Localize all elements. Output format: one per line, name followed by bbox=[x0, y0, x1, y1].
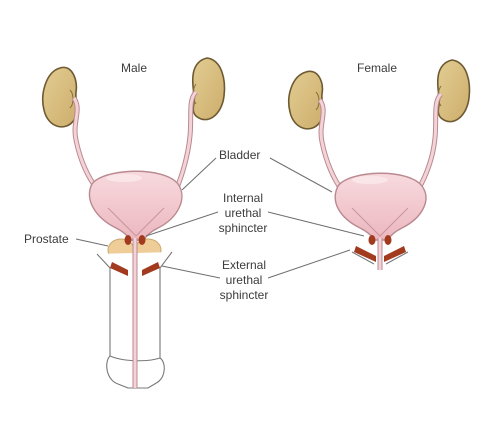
male-system bbox=[42, 57, 226, 389]
internal-sphincter-line-2: urethal bbox=[224, 206, 262, 220]
bladder-leader-male bbox=[181, 157, 217, 191]
internal-sphincter-label: Internal urethal sphincter bbox=[214, 191, 272, 236]
female-system bbox=[288, 59, 471, 270]
male-left-ureter-inner bbox=[72, 97, 100, 191]
male-left-kidney bbox=[42, 66, 78, 128]
male-title: Male bbox=[121, 61, 148, 75]
bladder-label: Bladder bbox=[219, 148, 261, 162]
prostate-leader bbox=[75, 238, 109, 247]
male-bladder bbox=[88, 170, 183, 241]
female-left-kidney bbox=[288, 70, 324, 130]
male-right-ureter-inner bbox=[174, 90, 198, 191]
male-right-ureter bbox=[173, 90, 198, 191]
internal-leader-male bbox=[145, 211, 219, 237]
female-bladder bbox=[334, 172, 427, 241]
male-right-kidney bbox=[191, 57, 226, 121]
internal-leader-female bbox=[267, 211, 365, 237]
internal-sphincter-line-3: sphincter bbox=[218, 221, 268, 235]
female-right-kidney bbox=[436, 59, 471, 123]
female-right-ureter-inner bbox=[416, 92, 443, 191]
internal-sphincter-line-1: Internal bbox=[222, 191, 264, 205]
female-external-sphincter bbox=[354, 246, 406, 262]
bladder-leader-female bbox=[269, 157, 333, 193]
external-leader-female bbox=[267, 249, 351, 279]
external-sphincter-line-3: sphincter bbox=[219, 288, 269, 302]
external-sphincter-line-1: External bbox=[221, 258, 267, 272]
prostate-label: Prostate bbox=[24, 232, 69, 246]
female-internal-sphincter bbox=[368, 235, 392, 245]
female-left-ureter-inner bbox=[318, 99, 344, 191]
female-right-ureter bbox=[415, 92, 443, 192]
female-title: Female bbox=[357, 61, 398, 75]
leader-lines bbox=[75, 157, 365, 279]
external-leader-male bbox=[161, 265, 221, 279]
male-external-sphincter bbox=[110, 262, 160, 276]
female-perineum-outline bbox=[351, 251, 409, 265]
male-internal-sphincter bbox=[124, 235, 146, 245]
external-sphincter-line-2: urethal bbox=[225, 273, 263, 287]
external-sphincter-label: External urethal sphincter bbox=[214, 258, 274, 303]
